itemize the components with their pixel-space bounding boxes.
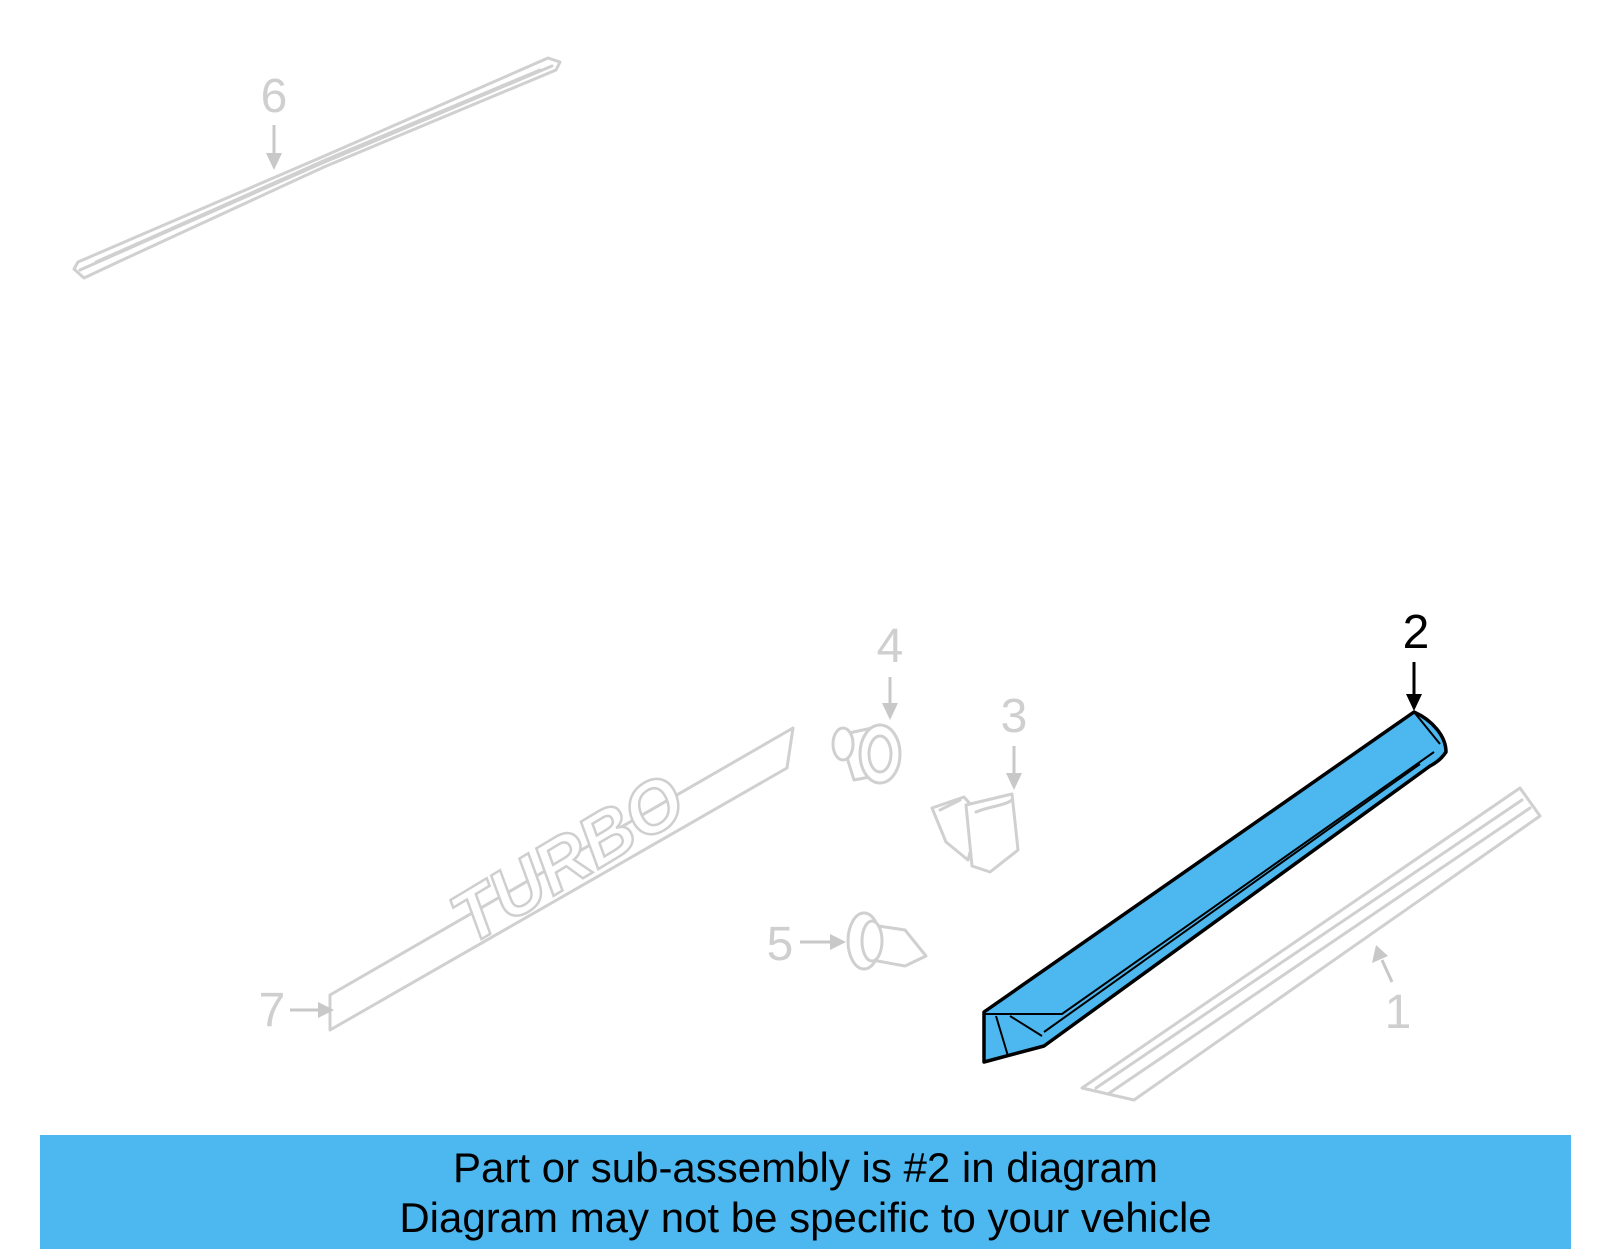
part-1-rocker-base[interactable] — [1080, 786, 1542, 1102]
callout-5-arrowhead — [830, 934, 846, 950]
banner-line-2: Diagram may not be specific to your vehi… — [399, 1194, 1212, 1241]
part-4-grommet[interactable] — [831, 723, 902, 785]
callout-7: 7 — [259, 984, 286, 1037]
banner-line-1: Part or sub-assembly is #2 in diagram — [453, 1144, 1158, 1191]
callout-3-arrowhead — [1006, 773, 1022, 790]
callout-5: 5 — [767, 918, 794, 971]
turbo-logo-text: TURBO — [437, 759, 698, 959]
callout-6-arrowhead — [266, 153, 282, 170]
part-6-roof-molding[interactable] — [72, 56, 562, 280]
part-3-clip[interactable] — [930, 792, 1020, 874]
callout-4-arrowhead — [882, 703, 898, 720]
callout-7-arrowhead — [318, 1002, 334, 1018]
callout-2: 2 — [1403, 606, 1430, 659]
info-banner: Part or sub-assembly is #2 in diagram Di… — [40, 1135, 1571, 1249]
callout-3: 3 — [1001, 690, 1028, 743]
part-7-turbo-stripe[interactable]: TURBO — [328, 726, 795, 1032]
callout-6: 6 — [261, 70, 288, 123]
part-2-rocker-molding[interactable] — [982, 710, 1448, 1064]
part-5-push-pin[interactable] — [846, 911, 928, 971]
callout-1: 1 — [1385, 986, 1412, 1039]
callout-2-arrowhead — [1406, 694, 1422, 711]
callout-4: 4 — [877, 620, 904, 673]
callout-1-arrowhead — [1372, 945, 1388, 963]
callout-1-arrow — [1380, 959, 1394, 983]
